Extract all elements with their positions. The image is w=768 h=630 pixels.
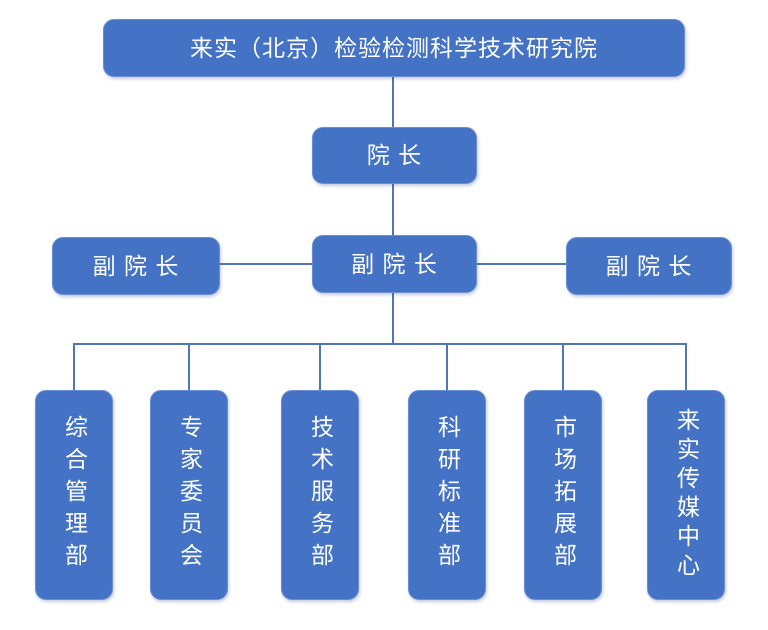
- org-node-dept-technical-service: 技术服务部: [281, 390, 359, 600]
- org-node-dean: 院 长: [312, 127, 477, 184]
- connector-rail: [74, 343, 687, 345]
- org-node-vice-dean-right-label: 副 院 长: [605, 252, 693, 279]
- org-node-dean-label: 院 长: [366, 142, 423, 168]
- org-node-dept-expert-committee: 专家委员会: [150, 390, 228, 600]
- connector-root-to-dean: [392, 77, 394, 127]
- org-node-vice-dean-middle: 副 院 长: [312, 235, 477, 293]
- org-node-dept-technical-service-label: 技术服务部: [307, 415, 334, 575]
- org-node-dept-media-center-label: 来实传媒中心: [673, 408, 700, 582]
- org-node-vice-dean-middle-label: 副 院 长: [351, 250, 438, 277]
- connector-drop-dept-0: [73, 343, 75, 390]
- connector-drop-dept-1: [188, 343, 190, 390]
- org-node-dept-research-standards: 科研标准部: [408, 390, 486, 600]
- org-node-institute: 来实（北京）检验检测科学技术研究院: [103, 19, 685, 77]
- org-node-dept-expert-committee-label: 专家委员会: [176, 415, 203, 575]
- org-node-vice-dean-left-label: 副 院 长: [92, 252, 180, 279]
- connector-drop-dept-2: [319, 343, 321, 390]
- connector-dean-to-vice: [392, 184, 394, 235]
- org-node-dept-media-center: 来实传媒中心: [647, 390, 725, 600]
- org-node-vice-dean-right: 副 院 长: [566, 237, 732, 295]
- org-node-dept-general-management-label: 综合管理部: [61, 415, 88, 575]
- org-node-dept-market-expansion-label: 市场拓展部: [550, 415, 577, 575]
- org-node-dept-research-standards-label: 科研标准部: [434, 415, 461, 575]
- connector-vice-right: [477, 263, 566, 265]
- connector-vice-left: [220, 263, 312, 265]
- org-node-vice-dean-left: 副 院 长: [52, 237, 220, 295]
- org-node-institute-label: 来实（北京）检验检测科学技术研究院: [190, 34, 598, 61]
- connector-drop-dept-3: [446, 343, 448, 390]
- org-node-dept-general-management: 综合管理部: [35, 390, 113, 600]
- connector-drop-dept-4: [562, 343, 564, 390]
- connector-vice-to-rail: [392, 293, 394, 343]
- connector-drop-dept-5: [685, 343, 687, 390]
- org-node-dept-market-expansion: 市场拓展部: [524, 390, 602, 600]
